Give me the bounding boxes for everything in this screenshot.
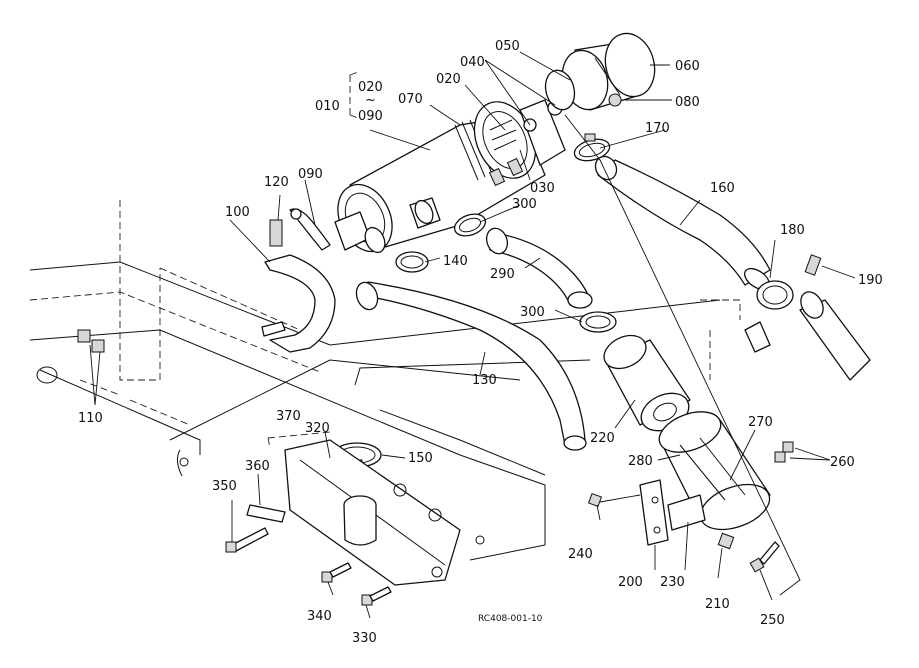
bolt-210 bbox=[717, 532, 735, 550]
part-labels: 020 ~ 090 010 070 020 040 050 060 080 17… bbox=[78, 39, 883, 646]
label-160: 160 bbox=[710, 181, 735, 196]
hose-clamp-300-lower bbox=[579, 311, 617, 333]
bolt-250 bbox=[749, 541, 780, 573]
label-200: 200 bbox=[618, 575, 643, 590]
label-210: 210 bbox=[705, 597, 730, 612]
label-110: 110 bbox=[78, 411, 103, 426]
label-230: 230 bbox=[660, 575, 685, 590]
label-320: 320 bbox=[305, 421, 330, 436]
label-020: 020 bbox=[358, 80, 383, 95]
label-010: 010 bbox=[315, 99, 340, 114]
label-340: 340 bbox=[307, 609, 332, 624]
label-290: 290 bbox=[490, 267, 515, 282]
precleaner-housing-270 bbox=[658, 411, 771, 531]
label-120: 120 bbox=[264, 175, 289, 190]
label-370: 370 bbox=[276, 409, 301, 424]
reference-code: RC408-001-10 bbox=[478, 614, 543, 624]
label-330: 330 bbox=[352, 631, 377, 646]
label-090: 090 bbox=[358, 109, 383, 124]
label-090-sensor: 090 bbox=[298, 167, 323, 182]
label-130: 130 bbox=[472, 373, 497, 388]
label-080: 080 bbox=[675, 95, 700, 110]
intake-manifold-320 bbox=[284, 409, 546, 586]
label-260: 260 bbox=[830, 455, 855, 470]
label-tilde: ~ bbox=[365, 93, 376, 108]
label-030: 030 bbox=[530, 181, 555, 196]
label-240: 240 bbox=[568, 547, 593, 562]
label-300-upper: 300 bbox=[512, 197, 537, 212]
bolt-350 bbox=[225, 527, 269, 553]
band-bracket-100 bbox=[261, 208, 336, 353]
label-070: 070 bbox=[398, 92, 423, 107]
label-250: 250 bbox=[760, 613, 785, 628]
nuts-110 bbox=[77, 329, 105, 353]
label-300-lower: 300 bbox=[520, 305, 545, 320]
engine-outline bbox=[29, 200, 741, 477]
label-020-cleaner: 020 bbox=[436, 72, 461, 87]
gasket-360 bbox=[246, 504, 286, 523]
label-270: 270 bbox=[748, 415, 773, 430]
label-050: 050 bbox=[495, 39, 520, 54]
bolt-340 bbox=[321, 562, 352, 583]
label-280: 280 bbox=[628, 454, 653, 469]
label-150: 150 bbox=[408, 451, 433, 466]
hose-end-180 bbox=[799, 291, 871, 381]
precleaner-cap bbox=[544, 32, 656, 111]
hose-130 bbox=[355, 281, 587, 451]
clamp-180 bbox=[744, 254, 822, 353]
label-060: 060 bbox=[675, 59, 700, 74]
bracket-200 bbox=[639, 479, 706, 546]
label-360: 360 bbox=[245, 459, 270, 474]
intake-hose-160 bbox=[594, 155, 771, 291]
leader-lines bbox=[89, 51, 856, 619]
hose-clamp-140 bbox=[395, 251, 429, 273]
label-350: 350 bbox=[212, 479, 237, 494]
label-220: 220 bbox=[590, 431, 615, 446]
label-100: 100 bbox=[225, 205, 250, 220]
label-140: 140 bbox=[443, 254, 468, 269]
label-190: 190 bbox=[858, 273, 883, 288]
bolt-330 bbox=[361, 586, 392, 606]
hose-290 bbox=[485, 227, 593, 309]
label-180: 180 bbox=[780, 223, 805, 238]
label-170: 170 bbox=[645, 121, 670, 136]
label-040: 040 bbox=[460, 55, 485, 70]
bolt-240 bbox=[587, 492, 641, 508]
bolt-260 bbox=[774, 441, 794, 463]
